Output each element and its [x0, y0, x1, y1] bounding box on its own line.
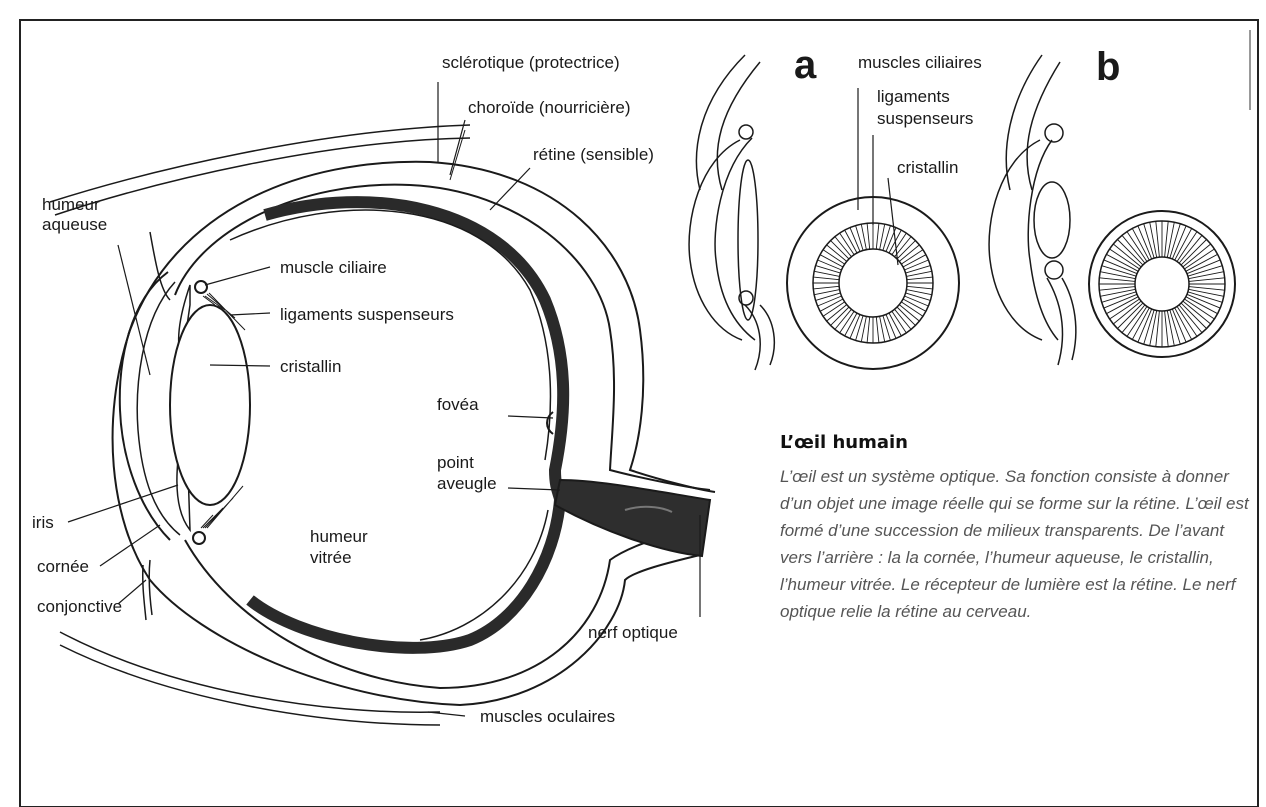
ligament-ray-b — [1167, 222, 1174, 257]
ligament-ray-b — [1127, 306, 1147, 336]
ciliary-muscle-bottom — [193, 532, 205, 544]
panel-b-ring — [1089, 211, 1235, 357]
label-ligaments-1: ligaments — [877, 87, 950, 106]
ligament-ray-b — [1179, 305, 1202, 333]
ligament-ray-b — [1099, 287, 1135, 291]
ligament-ray-b — [1189, 289, 1224, 296]
label-cornee: cornée — [37, 557, 89, 576]
ligament-ray-b — [1113, 301, 1141, 324]
label-humeur-vitree-2: vitrée — [310, 548, 352, 567]
retina-inner — [230, 210, 550, 640]
ligament-ray-a — [813, 277, 839, 280]
ligament-ray-b — [1122, 235, 1145, 263]
ligament-ray-b — [1113, 244, 1141, 267]
ligament-ray-a — [886, 314, 896, 338]
ligament-ray-a — [876, 317, 879, 343]
ligament-ray-b — [1150, 222, 1157, 257]
ligament-ray-a — [907, 277, 933, 280]
ligament-ray-b — [1189, 278, 1225, 282]
ligament-ray-b — [1177, 232, 1197, 262]
label-ligaments-2: suspenseurs — [877, 109, 973, 128]
ligament-ray-b — [1150, 311, 1157, 346]
leader-lines — [68, 82, 700, 716]
ligament-ray-b — [1165, 221, 1169, 257]
optic-nerve — [555, 480, 710, 556]
lens — [170, 305, 250, 505]
ligament-ray-a — [904, 296, 928, 306]
label-conjonctive: conjonctive — [37, 597, 122, 616]
panel-a-lens-side — [689, 55, 774, 370]
ligament-ray-b — [1181, 303, 1206, 328]
label-muscle-ciliaire: muscle ciliaire — [280, 258, 387, 277]
label-point-aveugle-1: point — [437, 453, 474, 472]
label-cristallin-panel: cristallin — [897, 158, 958, 177]
ligament-ray-b — [1099, 278, 1135, 282]
ligament-ray-a — [813, 286, 839, 289]
ligament-ray-b — [1122, 305, 1145, 333]
ligament-ray-b — [1189, 272, 1224, 279]
label-panel-b: b — [1096, 45, 1120, 89]
ligament-ray-a — [904, 260, 928, 270]
label-nerf-optique: nerf optique — [588, 623, 678, 642]
ligament-ray-b — [1184, 299, 1214, 319]
ligament-ray-b — [1189, 287, 1225, 291]
label-iris: iris — [32, 513, 54, 532]
label-ligaments-suspenseurs: ligaments suspenseurs — [280, 305, 454, 324]
label-humeur-aqueuse-1: humeur — [42, 195, 100, 214]
label-humeur-aqueuse-2: aqueuse — [42, 215, 107, 234]
ligament-ray-b — [1184, 249, 1214, 269]
label-muscles-ciliaires: muscles ciliaires — [858, 53, 982, 72]
ligament-ray-b — [1183, 244, 1211, 267]
ligament-ray-b — [1177, 306, 1197, 336]
ligament-ray-a — [876, 223, 879, 249]
label-point-aveugle-2: aveugle — [437, 474, 497, 493]
caption: L’œil humain L’œil est un système optiqu… — [780, 432, 1250, 625]
panel-b-lens-side — [989, 55, 1076, 365]
sclera-outer-right — [430, 162, 715, 492]
ligament-ray-b — [1167, 311, 1174, 346]
cornea — [120, 272, 170, 540]
ligament-ray-a — [907, 286, 933, 289]
ligament-ray-a — [867, 317, 870, 343]
ligament-ray-b — [1179, 235, 1202, 263]
caption-text: L’œil est un système optique. Sa fonctio… — [780, 463, 1250, 625]
label-humeur-vitree-1: humeur — [310, 527, 368, 546]
label-muscles-oculaires: muscles oculaires — [480, 707, 615, 726]
conjunctiva — [143, 232, 170, 620]
ligament-ray-b — [1127, 232, 1147, 262]
ligament-ray-b — [1110, 299, 1140, 319]
ligament-ray-b — [1110, 249, 1140, 269]
label-choroide: choroïde (nourricière) — [468, 98, 631, 117]
ciliary-muscle-top — [195, 281, 207, 293]
label-cristallin: cristallin — [280, 357, 341, 376]
ligament-ray-a — [818, 296, 842, 306]
ligament-ray-a — [850, 228, 860, 252]
label-panel-a: a — [794, 43, 817, 87]
ligament-ray-b — [1100, 272, 1135, 279]
ligament-ray-b — [1118, 303, 1143, 328]
label-fovea: fovéa — [437, 395, 479, 414]
ligament-ray-b — [1165, 311, 1169, 347]
ligament-ray-a — [867, 223, 870, 249]
ligament-ray-b — [1156, 221, 1160, 257]
label-retine: rétine (sensible) — [533, 145, 654, 164]
label-sclerotique: sclérotique (protectrice) — [442, 53, 620, 72]
sclera-inner — [175, 185, 700, 688]
ligament-ray-b — [1118, 240, 1143, 265]
ligament-ray-a — [818, 260, 842, 270]
ligament-ray-b — [1100, 289, 1135, 296]
ligament-ray-b — [1181, 240, 1206, 265]
caption-title: L’œil humain — [780, 432, 1250, 453]
ligament-ray-b — [1156, 311, 1160, 347]
ligament-ray-a — [850, 314, 860, 338]
ligament-ray-b — [1183, 301, 1211, 324]
